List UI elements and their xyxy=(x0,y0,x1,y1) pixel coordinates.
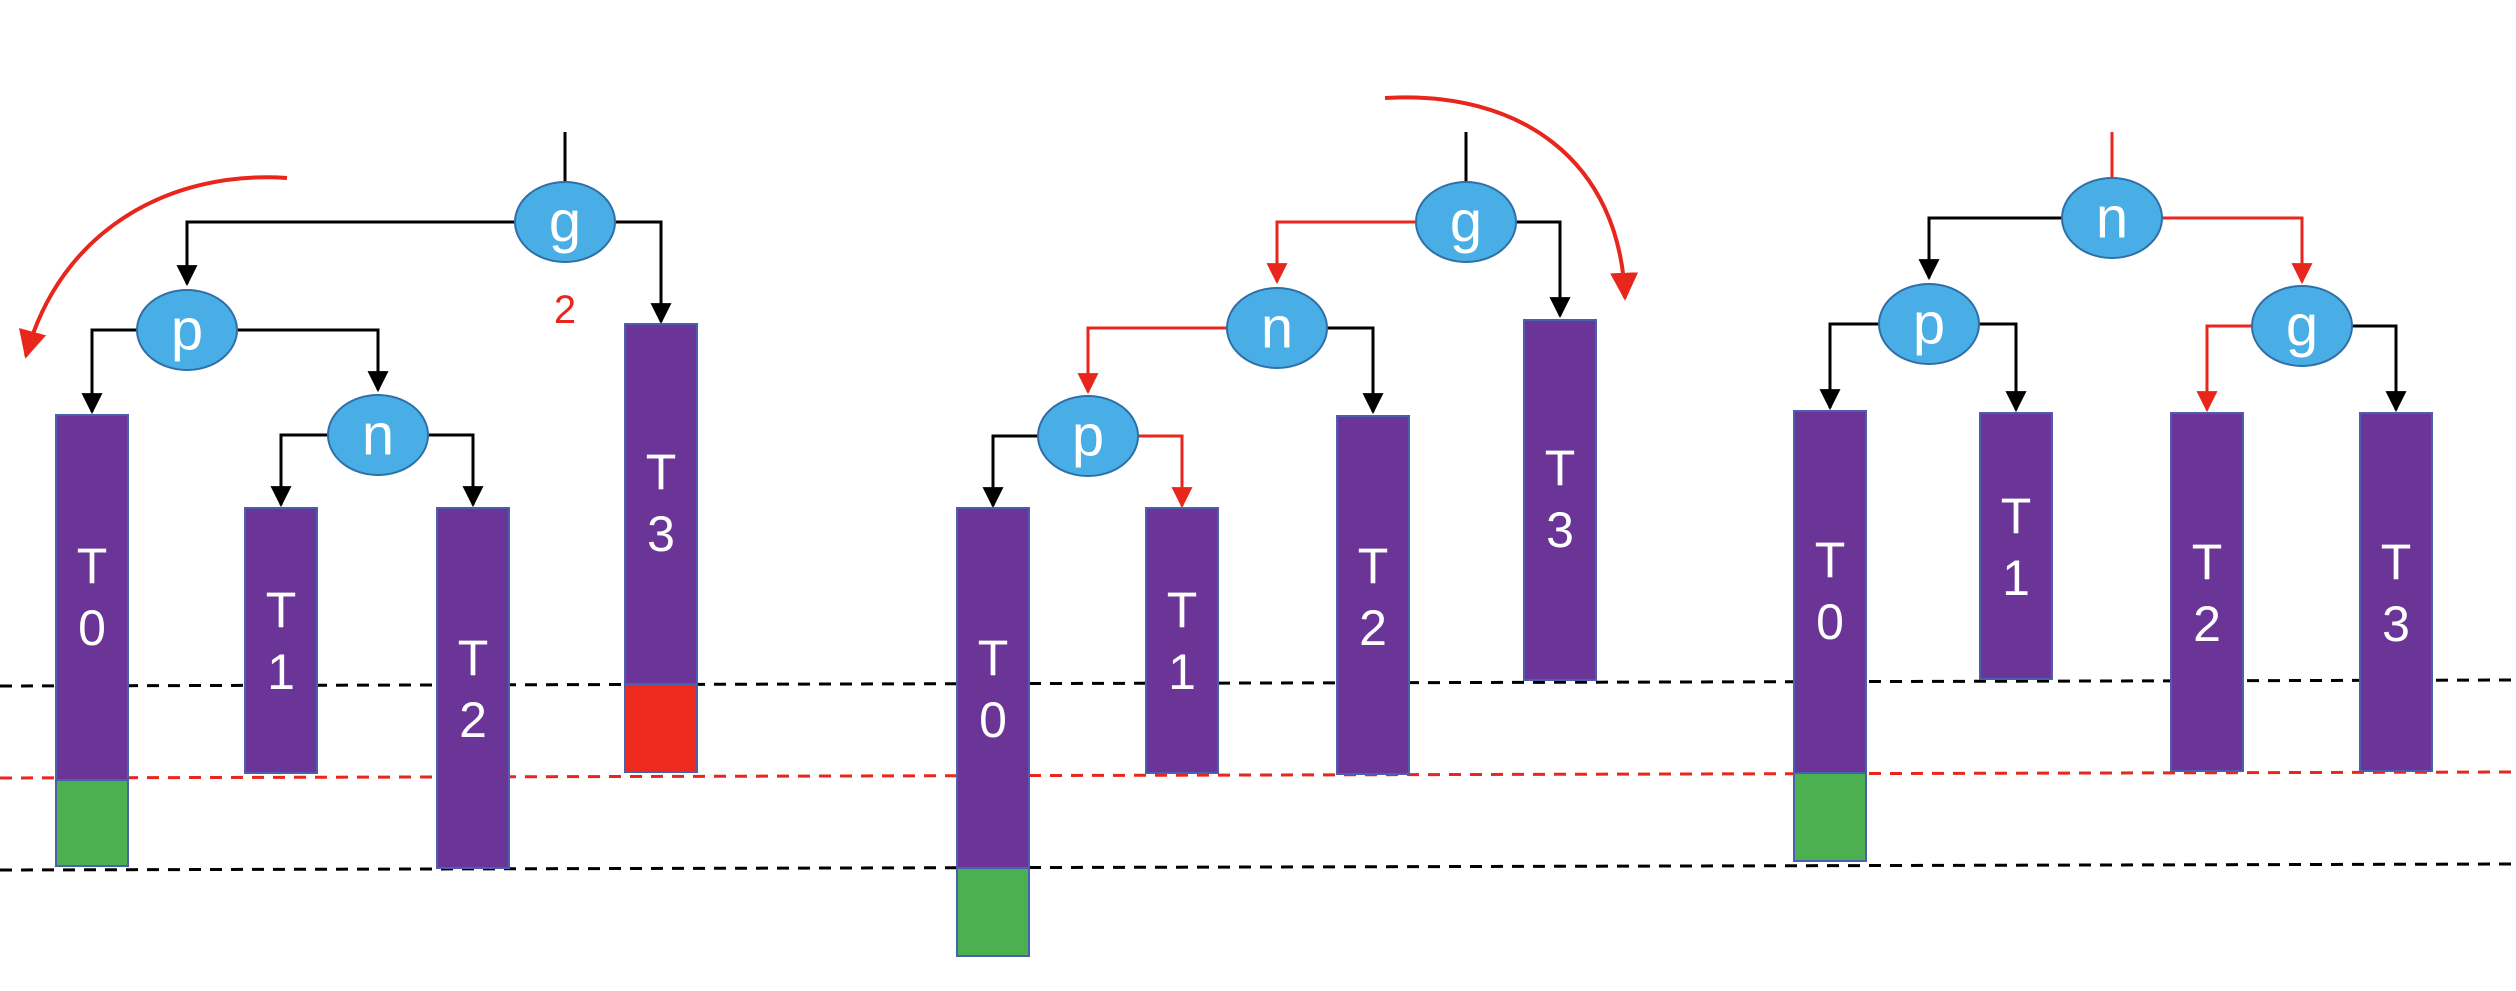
subtree-t2-label-2: 2 xyxy=(459,692,487,748)
subtree-t2 xyxy=(2170,412,2244,772)
subtree-t1-label-1: T xyxy=(2001,488,2032,544)
subtree-t0-label-1: T xyxy=(1815,532,1846,588)
node-g-label: g xyxy=(1450,190,1482,255)
subtree-t2 xyxy=(436,507,510,869)
subtree-t2-label-2: 2 xyxy=(2193,596,2221,652)
subtree-t1 xyxy=(1145,507,1219,774)
node-g xyxy=(514,181,616,263)
edge-n-g xyxy=(2160,216,2313,285)
height-block-green xyxy=(956,867,1030,957)
subtree-t2 xyxy=(1336,415,1410,775)
subtree-t3 xyxy=(624,323,698,685)
subtree-t3-label-1: T xyxy=(2381,534,2412,590)
edge-p-t0 xyxy=(1819,322,1881,411)
subtree-t1-label-1: T xyxy=(266,582,297,638)
subtree-t0 xyxy=(956,507,1030,869)
subtree-t3-label-2: 3 xyxy=(647,506,675,562)
dashed-line-middle-red xyxy=(0,770,2516,780)
subtree-t3-label-2: 3 xyxy=(2382,596,2410,652)
edge-p-t0 xyxy=(982,434,1040,509)
node-p-label: p xyxy=(1072,404,1104,469)
diagram-before-rotation: T 0 T 1 T 2 T 3 g p n 2 xyxy=(19,132,698,869)
height-block-red xyxy=(624,683,698,773)
edge-g-n xyxy=(1266,220,1418,285)
level-guides xyxy=(0,678,2516,872)
subtree-t0 xyxy=(55,414,129,781)
node-p xyxy=(1037,395,1139,477)
node-g-label: g xyxy=(2286,294,2318,359)
node-n-label: n xyxy=(2096,186,2128,251)
node-g xyxy=(2251,285,2353,367)
subtree-t0-label-1: T xyxy=(77,538,108,594)
subtree-t3-label-1: T xyxy=(1545,440,1576,496)
edge-g-t2 xyxy=(2196,324,2254,413)
subtree-t2-label-2: 2 xyxy=(1359,600,1387,656)
subtree-t1-label-2: 1 xyxy=(267,644,295,700)
edge-n-t2 xyxy=(425,433,484,508)
edge-g-t3 xyxy=(1514,220,1571,319)
subtree-t2-label-1: T xyxy=(1358,538,1389,594)
subtree-t0 xyxy=(1793,410,1867,774)
edge-n-p xyxy=(1918,216,2064,281)
node-p xyxy=(136,289,238,371)
node-p xyxy=(1878,283,1980,365)
edge-p-t1 xyxy=(1977,322,2027,413)
node-n-label: n xyxy=(1261,296,1293,361)
subtree-t2-label-1: T xyxy=(458,630,489,686)
subtree-t1-label-2: 1 xyxy=(2002,550,2030,606)
diagram-after-right-rotation: T 0 T 1 T 2 T 3 n p g xyxy=(1793,132,2433,862)
node-g xyxy=(1415,181,1517,263)
subtree-t1 xyxy=(1979,412,2053,680)
subtree-t3-label-1: T xyxy=(646,444,677,500)
dashed-line-top xyxy=(0,678,2516,688)
subtree-t0-label-2: 0 xyxy=(979,692,1007,748)
subtree-t0-label-2: 0 xyxy=(1816,594,1844,650)
subtree-t3 xyxy=(2359,412,2433,772)
edge-p-t0 xyxy=(81,328,140,415)
node-n xyxy=(1226,287,1328,369)
subtree-t1-label-2: 1 xyxy=(1168,644,1196,700)
subtree-t3 xyxy=(1523,319,1597,681)
edge-g-t3 xyxy=(2350,324,2407,413)
edge-n-t1 xyxy=(270,433,330,508)
edge-p-t1 xyxy=(1136,434,1193,509)
node-g-label: g xyxy=(549,190,581,255)
edge-g-p xyxy=(176,220,518,287)
node-n-label: n xyxy=(362,403,394,468)
node-p-label: p xyxy=(171,298,203,363)
height-block-green xyxy=(1793,772,1867,862)
rotation-arc-arrow xyxy=(19,175,288,359)
edge-g-t3 xyxy=(612,220,672,325)
edge-n-p xyxy=(1077,326,1229,395)
diagram-after-left-rotation: T 0 T 1 T 2 T 3 g n p xyxy=(956,95,1639,957)
balance-factor-annotation: 2 xyxy=(554,288,576,332)
edge-p-n xyxy=(234,328,389,393)
node-n xyxy=(2061,177,2163,259)
subtree-t1 xyxy=(244,507,318,774)
height-block-green xyxy=(55,779,129,867)
rotation-arc-arrow xyxy=(1384,95,1639,301)
subtree-t0-label-2: 0 xyxy=(78,600,106,656)
subtree-t2-label-1: T xyxy=(2192,534,2223,590)
subtree-t0-label-1: T xyxy=(978,630,1009,686)
dashed-line-bottom xyxy=(0,862,2516,872)
subtree-t1-label-1: T xyxy=(1167,582,1198,638)
subtree-t3-label-2: 3 xyxy=(1546,502,1574,558)
node-p-label: p xyxy=(1913,292,1945,357)
edge-n-t2 xyxy=(1325,326,1384,415)
node-n xyxy=(327,394,429,476)
